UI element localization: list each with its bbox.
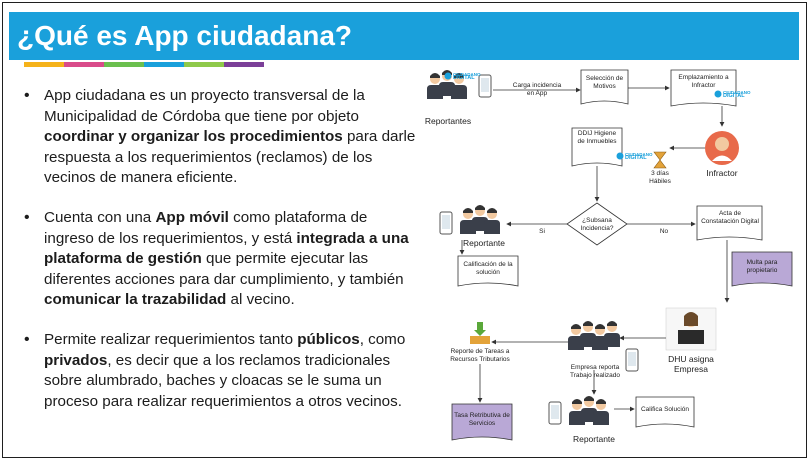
dhu-operator-icon [665,307,717,351]
bullet-text: Permite realizar requerimientos tanto [44,330,298,348]
bullet-list: App ciudadana es un proyecto transversal… [24,86,416,431]
reportante-bottom-label: Reportante [572,434,616,444]
phone-icon [548,401,562,425]
tasa-label: Tasa Retributiva de Servicios [454,412,510,427]
bullet-text: , es decir que a los reclamos tradiciona… [44,351,402,410]
califica-label: Califica Solución [640,406,690,413]
color-stripe-1 [24,62,64,67]
seleccion-motivos-label: Selección de Motivos [585,75,624,90]
empresa-workers-icon [568,321,620,350]
bullet-text: al vecino. [226,291,295,309]
bullet-item: Permite realizar requerimientos tanto pú… [24,330,416,412]
phone-icon [625,348,639,372]
subsana-label: ¿Subsana Incidencia? [580,217,614,232]
bullet-item: App ciudadana es un proyecto transversal… [24,86,416,189]
ddij-box [571,127,623,167]
bullet-text: como plataforma de ingreso de los requer… [44,208,368,247]
hourglass-icon [653,151,667,169]
reportantes-top-label: Reportantes [424,116,472,126]
title-bar: ¿Qué es App ciudadana? [9,12,799,60]
no-label: No [659,228,669,235]
tres-dias-label: 3 días Hábiles [649,170,671,185]
slide-title: ¿Qué es App ciudadana? [17,20,353,51]
bullet-text: , como [359,330,406,348]
acta-box [696,205,763,241]
infractor-label: Infractor [706,168,738,178]
reportante-bottom-group-icon [569,396,609,425]
subsana-decision [566,202,628,246]
color-stripe-5 [184,62,224,67]
dhu-label: DHU asigna Empresa [668,354,714,374]
bullet-text: App ciudadana es un proyecto transversal… [44,87,365,125]
bullet-bold-text: públicos [297,330,360,348]
bullet-bold-text: comunicar la trazabilidad [44,291,227,309]
bullet-text: para darle respuesta a los requerimiento… [44,128,416,187]
color-stripe-6 [224,62,264,67]
color-stripe-2 [64,62,104,67]
calificacion-label: Calificación de la solución [463,261,513,276]
tax-report-icon [470,322,490,344]
process-diagram: Reportantes Carga incidencia en App Sele… [422,64,806,454]
bullet-bold-text: privados [44,351,108,369]
color-stripe-4 [144,62,184,67]
infractor-icon [705,131,739,165]
calificacion-box [457,255,519,287]
bullet-item: Cuenta con una App móvil como plataforma… [24,208,416,311]
empresa-reporta-label: Empresa reporta Trabajo realizado [570,364,620,379]
ddij-label: DDIJ Higiene de Inmuebles [577,130,617,145]
multa-label: Multa para propietario [746,259,778,274]
bullet-text: que permite ejecutar las diferentes acci… [44,250,404,288]
phone-icon [439,211,453,235]
bullet-bold-text: coordinar y organizar los procedimientos [44,128,343,146]
bullet-text: Cuenta con una [44,208,156,226]
phone-icon [478,74,492,98]
color-stripe-3 [104,62,144,67]
tasa-box [451,403,513,441]
reportante-mid-label: Reportante [462,238,506,248]
bullet-bold-text: App móvil [155,208,229,226]
califica-box [635,396,695,428]
carga-incidencia-label: Carga incidencia en App [512,82,562,97]
reportante-group-icon [460,205,500,234]
seleccion-motivos-box [580,69,629,105]
acta-label: Acta de Constatación Digital [701,210,759,225]
multa-box [731,251,793,287]
reporte-tareas-label: Reporte de Tareas a Recursos Tributarios [450,348,510,363]
emplazamiento-label: Emplazamiento a Infractor [678,74,729,89]
bullet-bold-text: integrada a una plataforma de gestión [44,229,409,268]
si-label: Si [539,228,545,235]
